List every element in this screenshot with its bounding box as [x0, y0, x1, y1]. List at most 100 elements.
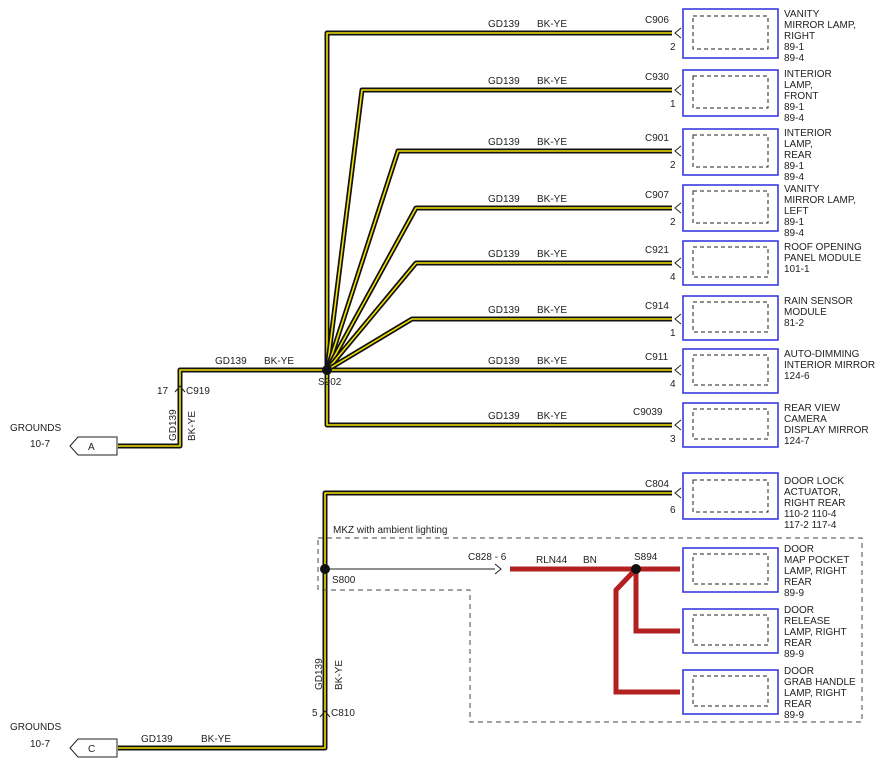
component-description-line: AUTO-DIMMING — [784, 349, 860, 360]
wire-to-ground-a — [118, 367, 327, 449]
component-description-line: MIRROR LAMP, — [784, 20, 856, 31]
connector-c911-label: C911 — [645, 352, 669, 363]
ground-a-tag — [69, 436, 118, 456]
component-description-line: ROOF OPENING — [784, 242, 862, 253]
component-description-line: DOOR LOCK — [784, 476, 844, 487]
component-description-line: 89-9 — [784, 588, 804, 599]
component-description-line: INTERIOR MIRROR — [784, 360, 875, 371]
component-description-line: 81-2 — [784, 318, 804, 329]
component-description-line: GRAB HANDLE — [784, 677, 856, 688]
component-description-line: MAP POCKET — [784, 555, 849, 566]
connector-c804-pin: 6 — [670, 505, 676, 516]
ground-a-page: 10-7 — [30, 439, 50, 450]
c919-label: C919 — [186, 386, 210, 397]
wire-color-label: BK-YE — [537, 19, 567, 30]
component-description-line: FRONT — [784, 91, 818, 102]
bottom-wire-color-label: BK-YE — [201, 734, 231, 745]
bottom-labels: MKZ with ambient lighting S800 C828 - 6 … — [10, 525, 658, 755]
wire-gd-label: GD139 — [488, 305, 520, 316]
ground-c-page: 10-7 — [30, 739, 50, 750]
component-description-line: DOOR — [784, 544, 814, 555]
red-wire-gd-label: RLN44 — [536, 555, 568, 566]
splice-s902-dot — [322, 365, 332, 375]
ground-a-label: GROUNDS — [10, 423, 61, 434]
option-label: MKZ with ambient lighting — [333, 525, 448, 536]
ground-c-tag — [69, 738, 118, 758]
connector-c9039-label: C9039 — [633, 407, 663, 418]
component-description-line: RAIN SENSOR — [784, 296, 853, 307]
connector-c901-pin: 2 — [670, 160, 676, 171]
vertical-color-label: BK-YE — [187, 411, 198, 441]
component-description-line: VANITY — [784, 9, 820, 20]
component-description-line: RELEASE — [784, 616, 830, 627]
connector-c907-label: C907 — [645, 190, 669, 201]
connector-c907-pin: 2 — [670, 217, 676, 228]
splice-s902-label: S902 — [318, 377, 342, 388]
wire-color-label: BK-YE — [537, 411, 567, 422]
main-wire-color-label: BK-YE — [264, 356, 294, 367]
red-wire-color-label: BN — [583, 555, 597, 566]
component-description-line: 89-4 — [784, 113, 804, 124]
wire-c907 — [324, 205, 672, 372]
wire-color-label: BK-YE — [537, 194, 567, 205]
connector-c911-pin: 4 — [670, 379, 676, 390]
component-description-line: DOOR — [784, 605, 814, 616]
ground-a-letter: A — [88, 442, 95, 453]
wire-color-label: BK-YE — [537, 76, 567, 87]
c810-chevron — [319, 710, 331, 718]
component-description-line: RIGHT REAR — [784, 498, 846, 509]
c919-pin: 17 — [157, 386, 169, 397]
component-description-line: REAR — [784, 638, 812, 649]
component-description-line: 89-1 — [784, 42, 804, 53]
component-description-line: REAR VIEW — [784, 403, 841, 414]
splice-s894-dot — [631, 564, 641, 574]
wire-color-label: BK-YE — [537, 356, 567, 367]
c919-chevron — [174, 385, 186, 393]
component-description-line: INTERIOR — [784, 128, 832, 139]
component-description-line: MIRROR LAMP, — [784, 195, 856, 206]
splice-s800-label: S800 — [332, 575, 356, 586]
top-wires — [118, 30, 672, 449]
connector-c906-pin: 2 — [670, 42, 676, 53]
wire-gd-label: GD139 — [488, 411, 520, 422]
c828-chevron — [494, 563, 502, 575]
component-description-line: DISPLAY MIRROR — [784, 425, 869, 436]
connector-c9039-pin: 3 — [670, 434, 676, 445]
wire-c930 — [324, 87, 672, 371]
component-description-line: LAMP, RIGHT — [784, 566, 847, 577]
vertical-color-label: BK-YE — [334, 660, 345, 690]
connector-c914-label: C914 — [645, 301, 669, 312]
vertical-gd-label: GD139 — [314, 658, 325, 690]
component-description-line: REAR — [784, 577, 812, 588]
component-description-line: 117-2 117-4 — [784, 520, 837, 531]
component-description-line: 89-1 — [784, 217, 804, 228]
connector-c804-label: C804 — [645, 479, 669, 490]
bottom-wires — [118, 490, 863, 751]
red-wire-release-lamp — [633, 569, 680, 634]
ground-c-label: GROUNDS — [10, 722, 61, 733]
component-description-line: LAMP, — [784, 80, 813, 91]
component-description-line: 89-9 — [784, 710, 804, 721]
c810-pin: 5 — [312, 708, 318, 719]
wire-color-label: BK-YE — [537, 249, 567, 260]
wire-gd-label: GD139 — [488, 137, 520, 148]
connector-c914-pin: 1 — [670, 328, 676, 339]
c810-label: C810 — [331, 708, 355, 719]
component-description-line: INTERIOR — [784, 69, 832, 80]
option-region — [317, 537, 863, 723]
wire-gd-label: GD139 — [488, 194, 520, 205]
main-wire-gd-label: GD139 — [215, 356, 247, 367]
wire-color-label: BK-YE — [537, 305, 567, 316]
red-wire-grab-lamp — [613, 567, 680, 695]
component-description-line: 89-4 — [784, 53, 804, 64]
component-description-line: 101-1 — [784, 264, 810, 275]
component-boxes — [682, 8, 779, 715]
component-description-line: RIGHT — [784, 31, 815, 42]
component-description-line: LAMP, RIGHT — [784, 627, 847, 638]
wire-gd-label: GD139 — [488, 76, 520, 87]
splice-s894-label: S894 — [634, 552, 658, 563]
wire-gd-label: GD139 — [488, 356, 520, 367]
wire-gd-label: GD139 — [488, 249, 520, 260]
